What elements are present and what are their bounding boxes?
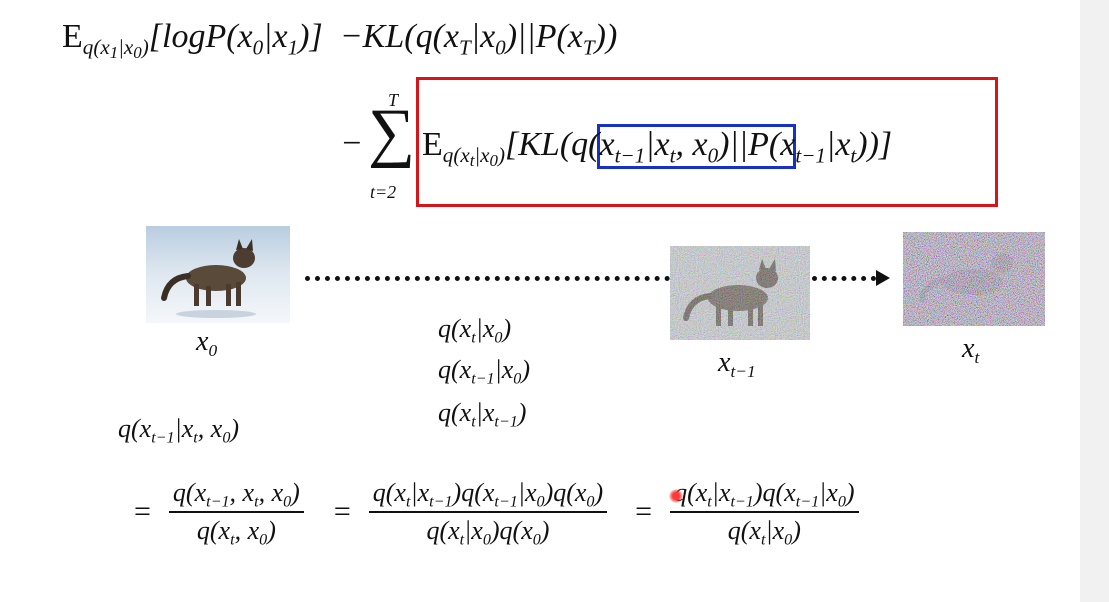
bayes-derivation: = q(xt−1, xt, x0) q(xt, x0) = q(xt|xt−1)… — [130, 478, 859, 548]
clean-cat-image — [146, 226, 290, 323]
sum-lower-limit: t=2 — [370, 182, 397, 202]
scrollbar-gutter[interactable] — [1080, 0, 1109, 602]
elbo-first-line: Eq(x1|x0)[logP(x0|x1)] −KL(q(xT|x0)||P(x… — [62, 18, 618, 63]
sigma-icon: ∑ — [368, 96, 416, 169]
middle-eq-1: q(xt|x0) — [438, 314, 512, 347]
summation-symbol: T ∑ t=2 — [362, 90, 420, 208]
kl-denoising-term: Eq(xt|x0)[KL(q(xt−1|xt, x0)||P(xt−1|xt))… — [422, 126, 893, 171]
sum-upper-limit: T — [388, 90, 399, 110]
label-xt-minus-1: xt−1 — [718, 347, 756, 382]
noisy-cat-image — [670, 246, 810, 340]
laser-pointer-icon — [669, 489, 683, 503]
dotted-connector — [305, 276, 670, 281]
dotted-arrow-line — [812, 276, 876, 281]
middle-eq-2: q(xt−1|x0) — [438, 355, 531, 388]
sum-minus-sign: − — [340, 125, 363, 162]
equals-sign: = — [635, 495, 653, 528]
blue-highlight-box — [597, 124, 796, 169]
arrow-head-icon — [876, 270, 890, 286]
middle-eq-3: q(xt|xt−1) — [438, 398, 527, 431]
label-x0: x0 — [196, 326, 218, 361]
equals-sign: = — [134, 495, 151, 528]
fraction-3: q(xt|xt−1)q(xt−1|x0) q(xt|x0) — [670, 478, 859, 548]
fraction-1: q(xt−1, xt, x0) q(xt, x0) — [168, 478, 304, 548]
equals-sign: = — [333, 495, 351, 528]
very-noisy-cat-image — [903, 232, 1045, 326]
posterior-lhs: q(xt−1|xt, x0) — [118, 414, 240, 447]
fraction-2: q(xt|xt−1)q(xt−1|x0)q(x0) q(xt|x0)q(x0) — [368, 478, 608, 548]
red-highlight-box — [416, 77, 998, 207]
slide: Eq(x1|x0)[logP(x0|x1)] −KL(q(xT|x0)||P(x… — [62, 18, 1045, 549]
label-xt: xt — [962, 333, 980, 368]
